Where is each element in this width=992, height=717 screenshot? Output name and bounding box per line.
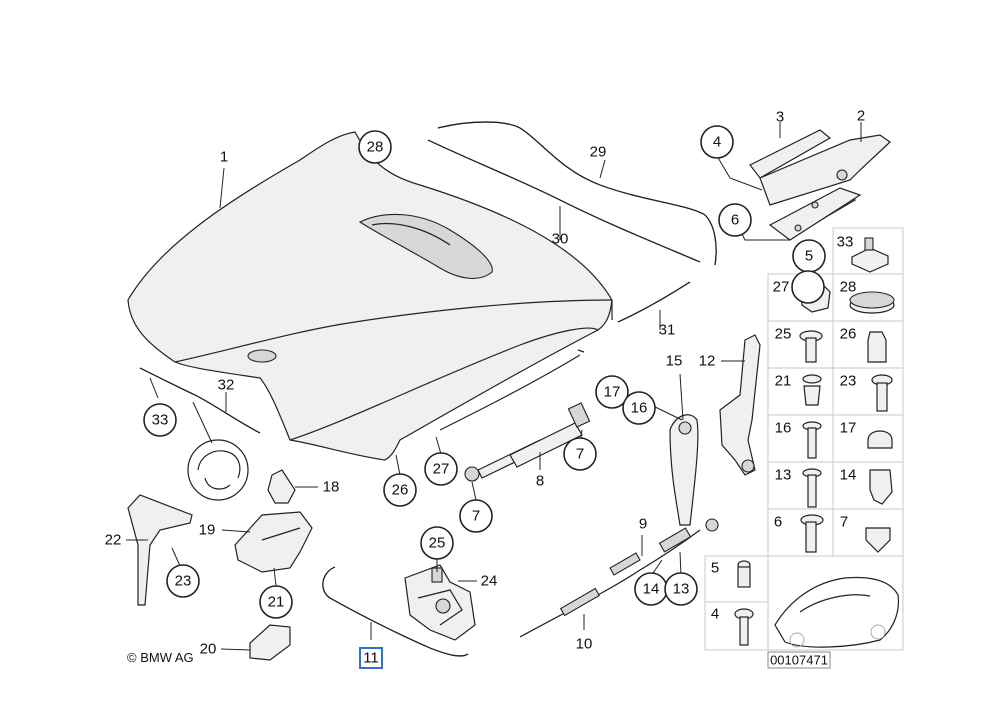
hood-latch [404,564,476,641]
grid-label-17: 17 [840,420,857,437]
callout-18: 18 [323,479,340,496]
grid-label-13: 13 [775,467,792,484]
callout-26: 26 [392,482,409,499]
grid-label-16: 16 [775,420,792,437]
callout-6: 6 [731,212,739,229]
callout-25: 25 [429,535,446,552]
grid-label-14: 14 [840,467,857,484]
release-cable [519,518,719,638]
callout-20: 20 [200,641,217,658]
callout-31: 31 [659,322,676,339]
grid-label-4: 4 [711,606,719,623]
grid-label-6: 6 [774,514,782,531]
callout-7-lower: 7 [472,508,480,525]
gas-strut [464,402,591,482]
grid-labels: 33 27 28 25 26 21 23 16 17 13 14 6 7 5 4 [711,234,857,623]
callout-3: 3 [776,109,784,126]
grid-label-25: 25 [775,326,792,343]
grid-label-7: 7 [840,514,848,531]
callout-19: 19 [199,522,216,539]
support-bracket [669,334,761,526]
grid-label-26: 26 [840,326,857,343]
callout-12: 12 [699,353,716,370]
callout-7-upper: 7 [576,446,584,463]
callout-29: 29 [590,144,607,161]
callout-11: 11 [363,650,379,667]
grid-label-33: 33 [837,234,854,251]
callout-1: 1 [220,149,228,166]
grid-label-5: 5 [711,560,719,577]
grid-label-21: 21 [775,373,792,390]
latch-rod [322,566,469,657]
seal-rails [427,121,717,323]
small-parts-grid [704,227,904,651]
callout-21: 21 [268,594,285,611]
diagram-number: 00107471 [770,653,828,668]
copyright-text: © BMW AG [127,650,194,665]
callout-28: 28 [367,139,384,156]
callout-15: 15 [666,353,683,370]
callout-9: 9 [639,516,647,533]
grid-label-27: 27 [773,279,790,296]
callout-30: 30 [552,231,569,248]
callout-22: 22 [105,532,122,549]
callout-33: 33 [152,412,169,429]
callout-23: 23 [175,573,192,590]
grid-label-28: 28 [840,279,857,296]
callout-16: 16 [631,400,648,417]
callout-10: 10 [576,636,593,653]
callout-2: 2 [857,108,865,125]
callout-8: 8 [536,473,544,490]
callout-circles [143,125,826,619]
grid-label-23: 23 [840,373,857,390]
callout-4: 4 [713,134,721,151]
callout-13: 13 [673,581,690,598]
callout-24: 24 [481,573,498,590]
callout-27: 27 [433,461,450,478]
callout-17: 17 [604,384,621,401]
lower-left-parts [127,469,313,661]
hinge-assembly [749,129,891,241]
front-seal [139,367,261,501]
callout-11-highlight: 11 [359,647,383,669]
hood-panel [127,131,613,461]
callout-labels: 1 28 29 30 31 4 3 2 6 5 15 12 17 16 7 8 … [105,108,866,658]
callout-14: 14 [643,581,660,598]
callout-32: 32 [218,377,235,394]
callout-5: 5 [805,248,813,265]
leader-lines [126,122,862,651]
